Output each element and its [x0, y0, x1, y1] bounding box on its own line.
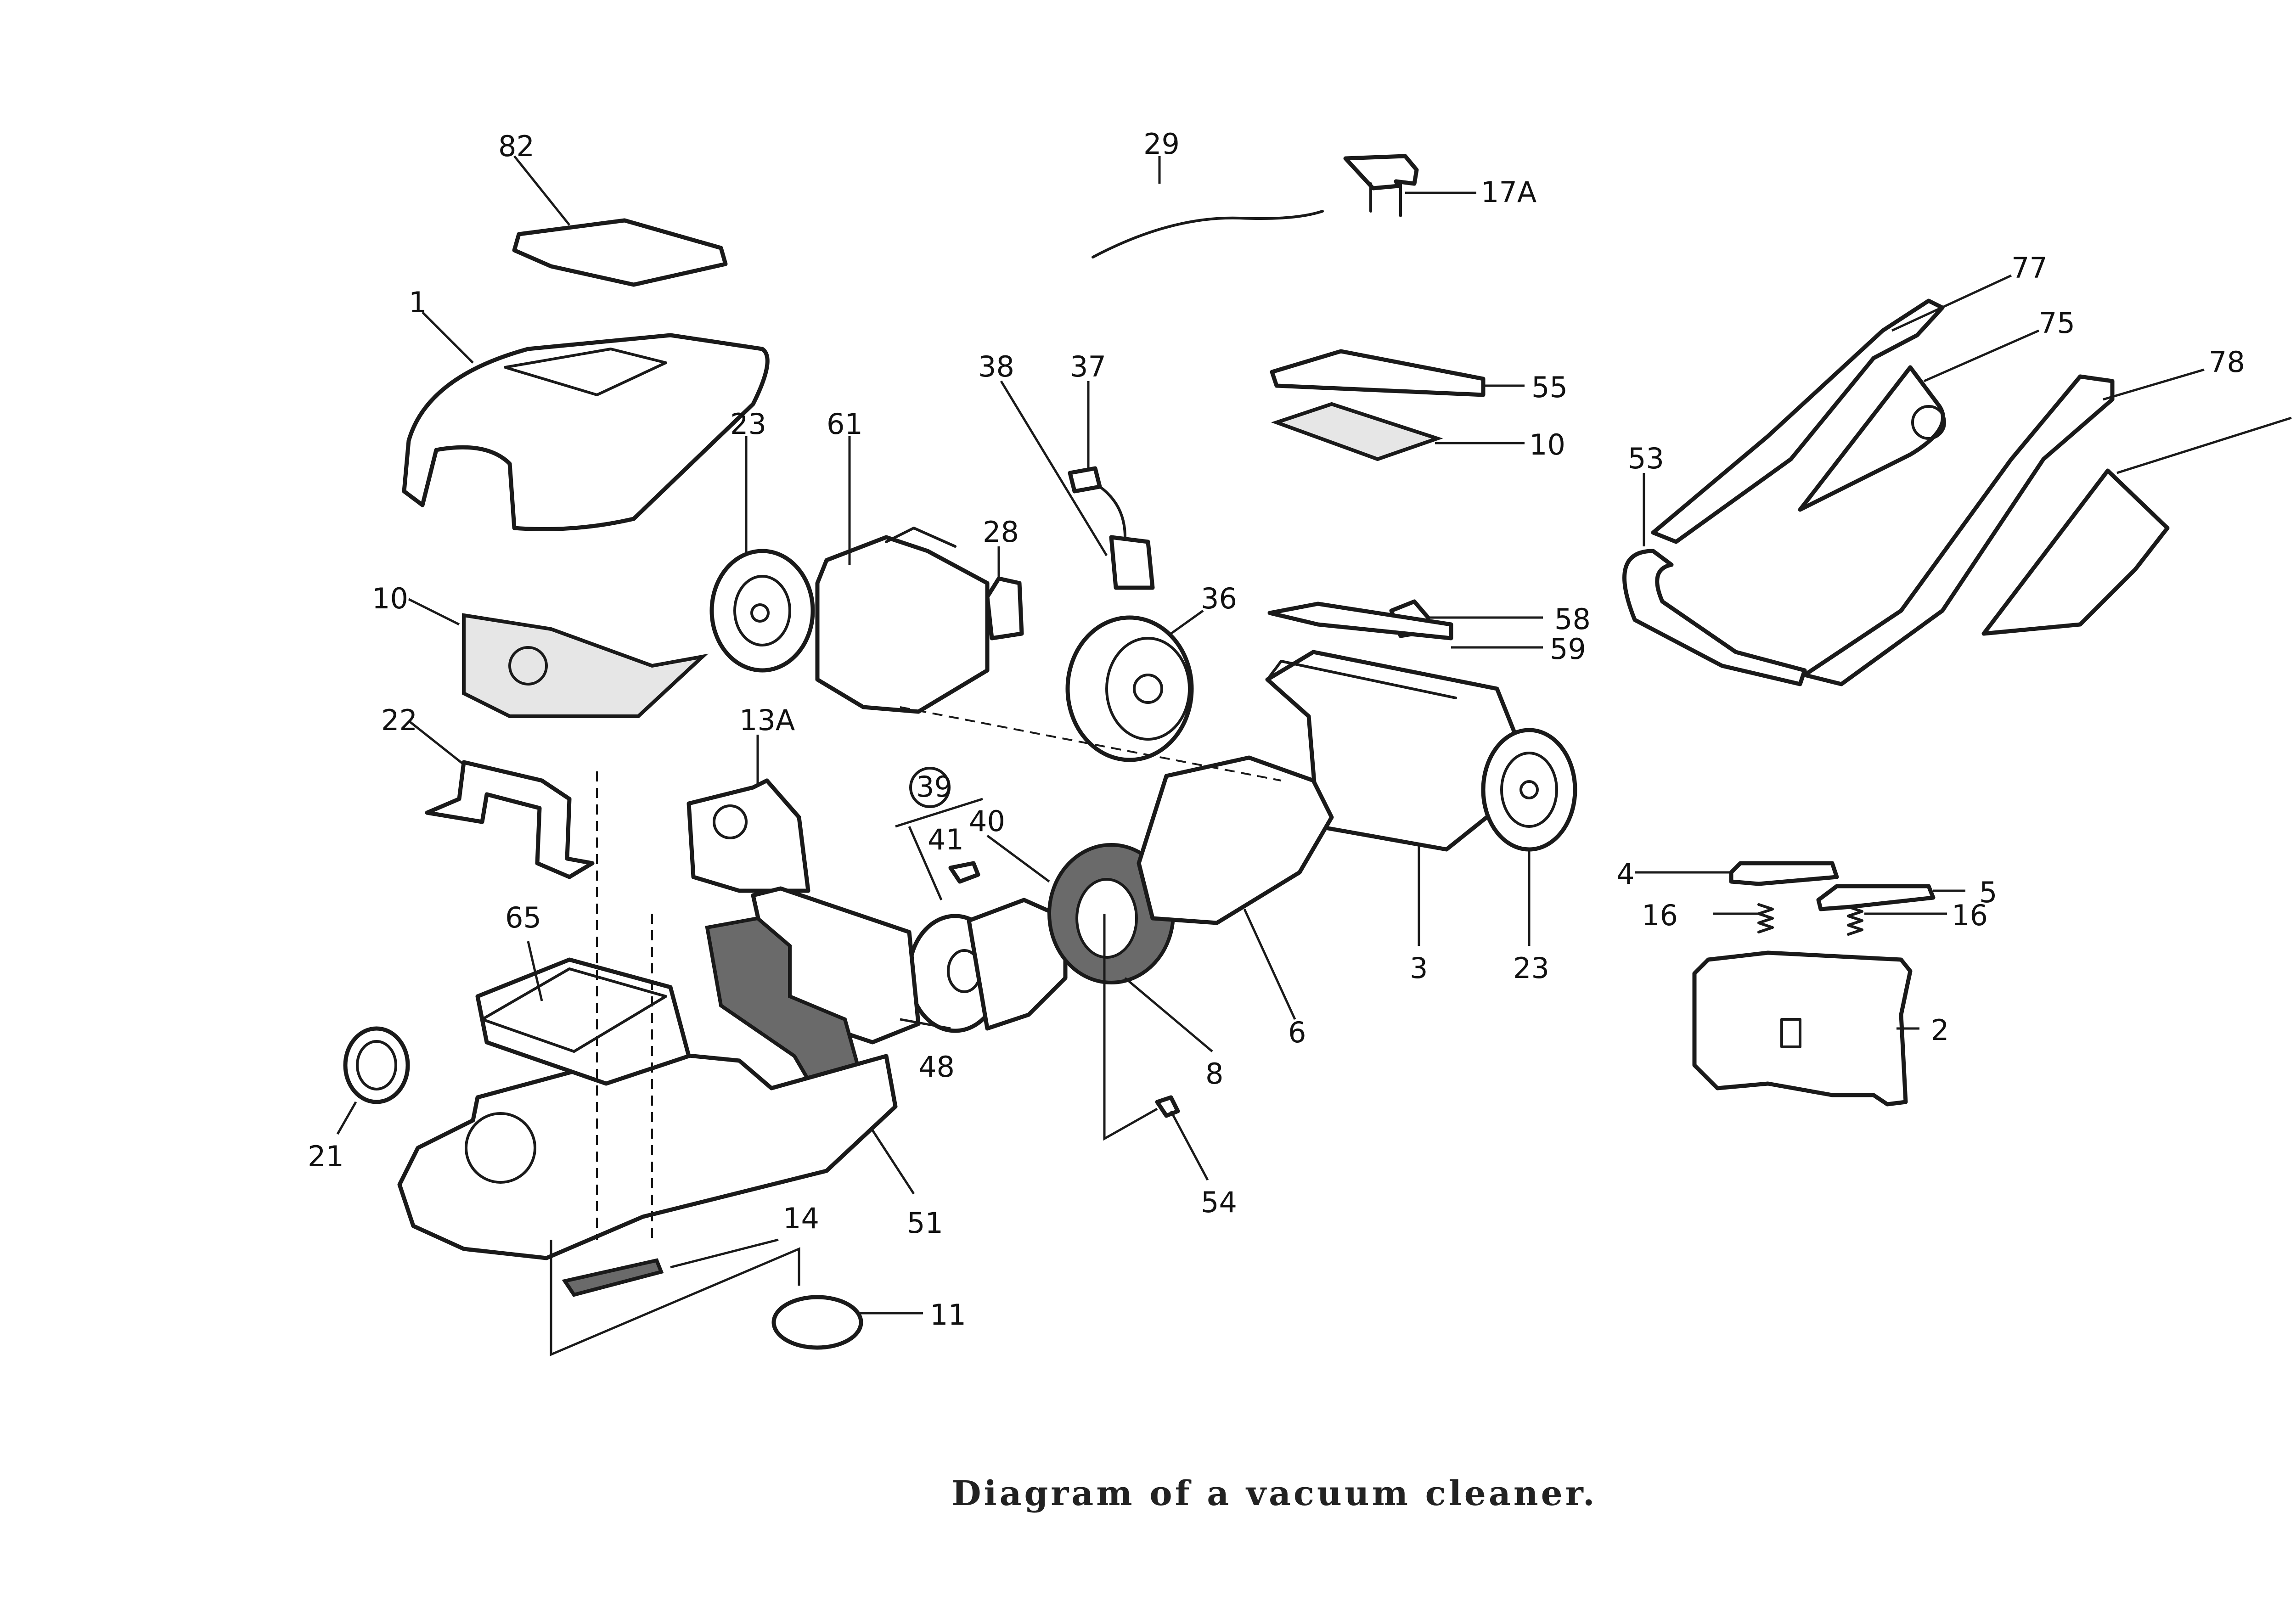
part-1-top-cover	[402, 311, 770, 531]
part-54-connector	[1103, 914, 1209, 1181]
callout-22: 22	[381, 703, 417, 737]
part-55-grille	[1270, 349, 1525, 397]
callout-41: 41	[928, 823, 964, 856]
callout-13A: 13A	[739, 703, 795, 737]
part-28-contact-plate	[985, 546, 1024, 641]
callout-14: 14	[783, 1202, 819, 1235]
part-59-gasket	[1267, 601, 1543, 649]
callout-8: 8	[1205, 1057, 1223, 1090]
part-75-handle-panel	[1798, 329, 2040, 512]
callout-65: 65	[505, 901, 541, 934]
part-65-bag-seal	[481, 941, 667, 1053]
callout-23-left: 23	[730, 407, 766, 441]
part-23-wheel-right	[1481, 728, 1577, 946]
part-77-handle-upper	[1651, 274, 2012, 544]
callout-59: 59	[1550, 632, 1586, 666]
assembly-axis-line	[900, 706, 1282, 781]
callout-48: 48	[918, 1050, 955, 1084]
part-16-spring-right	[1847, 905, 1947, 936]
callout-10-bag: 10	[372, 582, 408, 615]
part-5-pedal-right	[1816, 884, 1965, 911]
part-16-spring-left	[1713, 903, 1774, 933]
part-22-bag-holder	[408, 720, 595, 879]
part-76-side-trim	[1981, 416, 2292, 636]
part-36-cord-reel	[1065, 609, 1204, 762]
part-78-handle-lower	[1802, 368, 2205, 686]
part-14-foot-pad	[562, 1238, 779, 1297]
callout-82: 82	[498, 129, 535, 163]
callout-36: 36	[1201, 582, 1237, 615]
part-53-bumper	[1622, 473, 1807, 686]
callout-40: 40	[969, 804, 1005, 838]
part-41-brush-holder	[948, 861, 980, 884]
callout-51: 51	[907, 1206, 943, 1240]
part-37-switch	[1068, 381, 1102, 494]
part-2-pedal-housing	[1692, 950, 1919, 1107]
callout-78: 78	[2209, 345, 2245, 379]
callout-5: 5	[1979, 876, 1997, 909]
callout-54: 54	[1201, 1186, 1237, 1219]
callout-58: 58	[1554, 602, 1591, 636]
part-4-pedal-left	[1635, 861, 1839, 886]
callout-75: 75	[2039, 306, 2075, 340]
callout-55: 55	[1531, 371, 1568, 404]
part-10-filter	[1271, 402, 1525, 461]
callout-23-right: 23	[1513, 951, 1549, 985]
part-motor	[907, 898, 1068, 1033]
part-82-lid	[512, 155, 728, 287]
callout-21: 21	[308, 1140, 344, 1173]
part-61-reel-housing	[815, 436, 990, 714]
callout-38: 38	[978, 350, 1014, 383]
part-11-caster	[550, 1240, 923, 1356]
part-39-motor-assembly	[895, 767, 983, 901]
callout-4: 4	[1616, 857, 1634, 891]
callout-11: 11	[930, 1298, 966, 1332]
callout-29: 29	[1143, 127, 1180, 161]
callout-61: 61	[827, 407, 863, 441]
callout-6: 6	[1288, 1016, 1306, 1049]
callout-16-right: 16	[1952, 899, 1988, 932]
part-38-cord-lead	[1000, 380, 1155, 590]
diagram-caption: Diagram of a vacuum cleaner.	[951, 1474, 1598, 1513]
callout-1: 1	[409, 286, 427, 319]
callout-77: 77	[2011, 251, 2048, 285]
callout-2: 2	[1931, 1013, 1949, 1047]
part-21-inlet-ring	[336, 1026, 410, 1135]
part-6-motor-housing	[1137, 755, 1334, 1020]
callout-17A: 17A	[1481, 175, 1536, 209]
callout-10-filter: 10	[1529, 428, 1565, 461]
part-40-brush	[986, 834, 1050, 883]
callout-37: 37	[1070, 350, 1106, 383]
part-13A-bracket	[687, 735, 810, 893]
part-29-hose	[1092, 156, 1324, 259]
callout-39: 39	[916, 770, 952, 804]
callout-53: 53	[1628, 442, 1664, 475]
callout-3: 3	[1410, 951, 1428, 985]
part-17A-clip	[1343, 154, 1476, 217]
callout-28: 28	[983, 515, 1019, 549]
part-23-wheel-left	[709, 436, 815, 673]
part-10-dust-bag	[408, 598, 709, 718]
callout-16-left: 16	[1642, 899, 1678, 932]
